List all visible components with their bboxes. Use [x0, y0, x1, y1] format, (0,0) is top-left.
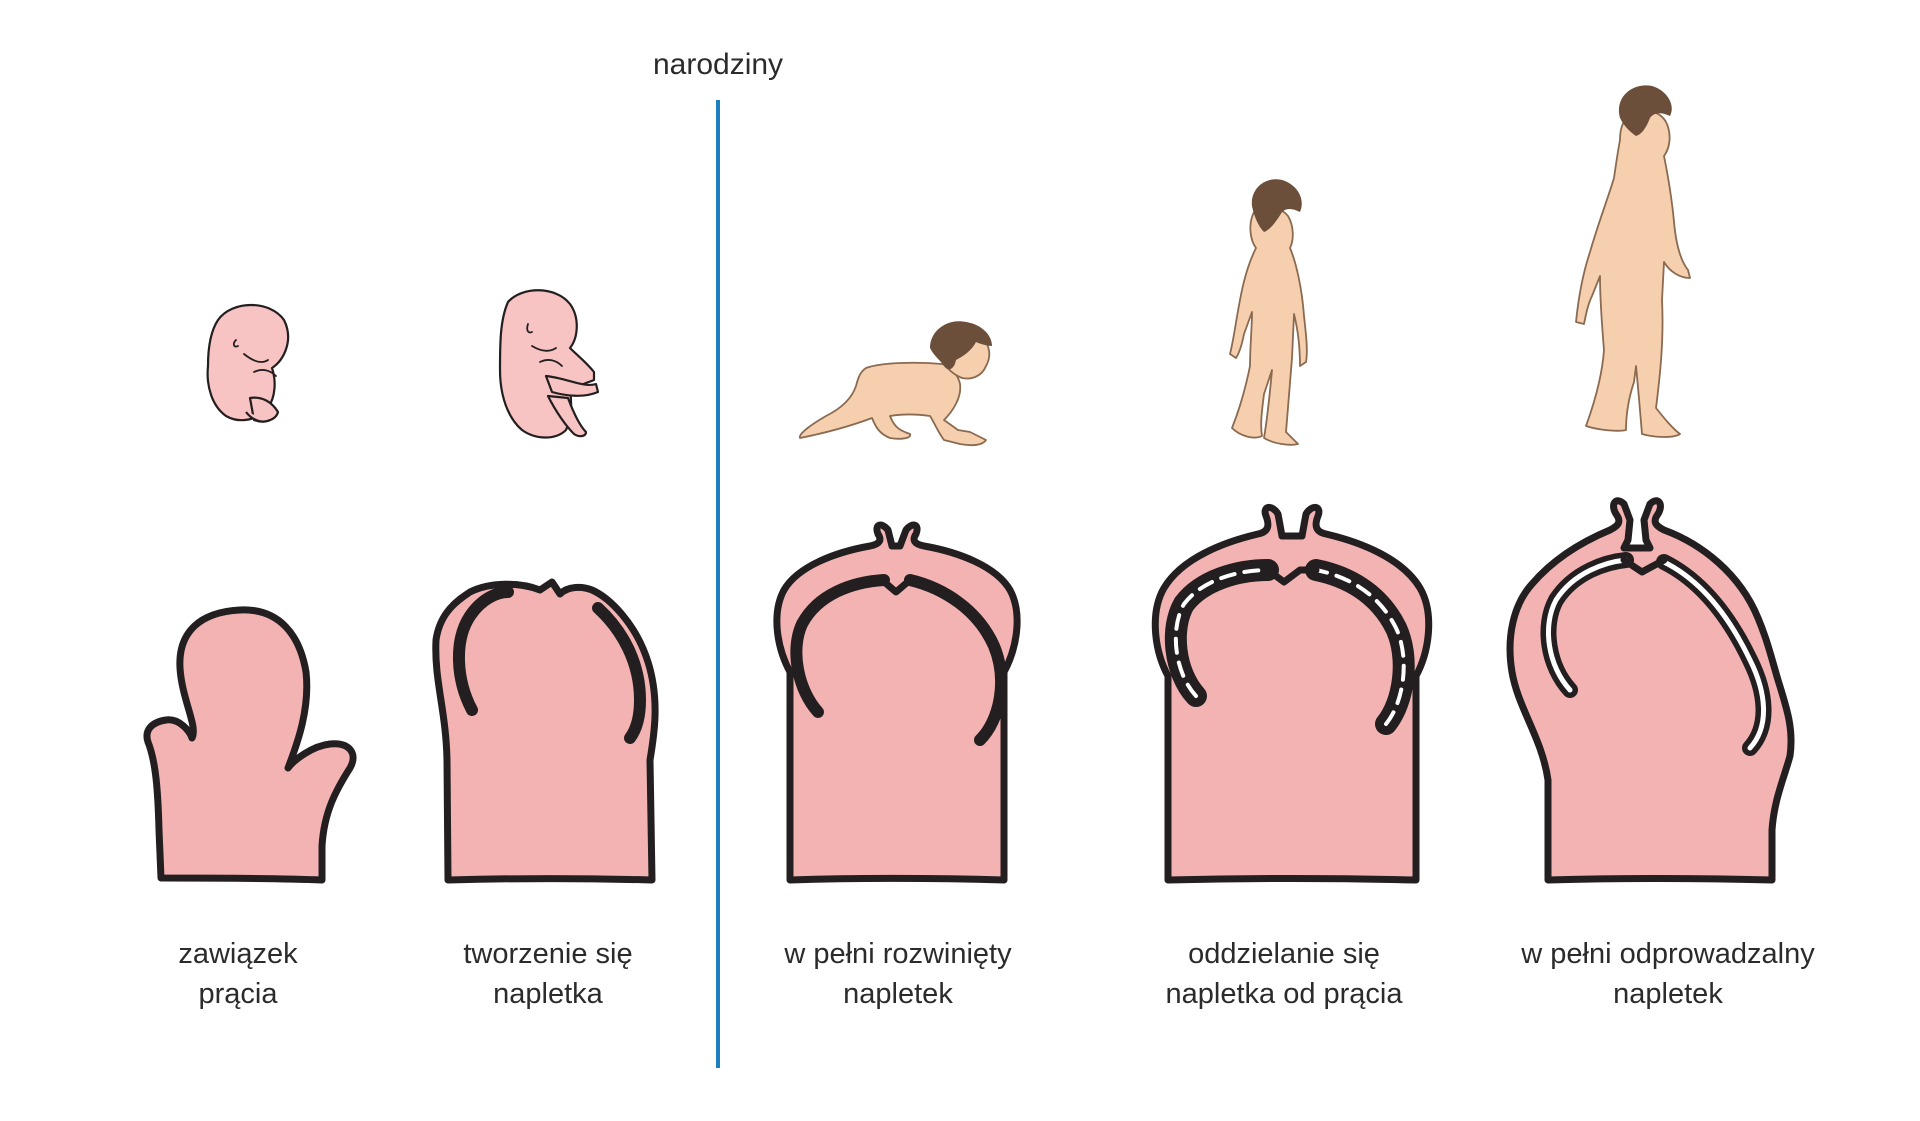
stage-caption-1: zawiązek prącia: [78, 934, 398, 1014]
caption-line: w pełni odprowadzalny: [1521, 938, 1815, 970]
caption-line: oddzielanie się: [1188, 938, 1380, 970]
fetus-icon: [498, 289, 600, 439]
stage-caption-3: w pełni rozwinięty napletek: [738, 934, 1058, 1014]
boy-icon: [1575, 85, 1691, 438]
caption-line: w pełni rozwinięty: [784, 938, 1012, 970]
foreskin-forming-diagram: [432, 578, 659, 884]
developed-foreskin-diagram: [773, 521, 1021, 884]
stage-caption-4: oddzielanie się napletka od prącia: [1124, 934, 1444, 1014]
caption-line: prącia: [198, 978, 278, 1010]
stage-caption-5: w pełni odprowadzalny napletek: [1508, 934, 1828, 1014]
caption-line: napletka od prącia: [1165, 978, 1403, 1010]
embryo-small-icon: [206, 303, 290, 423]
penis-bud-shape: [143, 606, 357, 884]
crawling-baby-icon: [799, 321, 992, 447]
birth-label: narodziny: [652, 48, 784, 81]
stage-caption-2: tworzenie się napletka: [388, 934, 708, 1014]
caption-line: tworzenie się: [463, 938, 633, 970]
caption-line: napletek: [843, 978, 953, 1010]
separating-foreskin-diagram: [1151, 504, 1433, 884]
caption-line: zawiązek: [178, 938, 298, 970]
toddler-icon: [1229, 179, 1308, 446]
retractable-foreskin-diagram: [1506, 497, 1795, 884]
caption-line: napletek: [1613, 978, 1723, 1010]
caption-line: napletka: [493, 978, 603, 1010]
